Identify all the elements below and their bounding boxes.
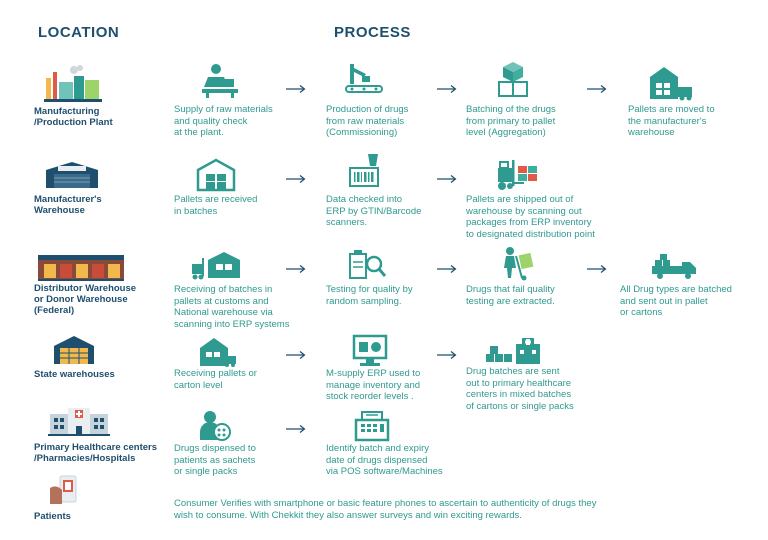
warehouse-boxes-icon: [196, 158, 236, 192]
smartphone-icon: [50, 475, 77, 504]
production-line-icon: [345, 64, 383, 93]
step-drugs-batched-sent: All Drug types are batched and sent out …: [620, 284, 732, 318]
warehouse-truck-icon: [650, 67, 692, 101]
arrow-right-icon: [286, 350, 306, 360]
step-m-supply-erp: M-supply ERP used to manage inventory an…: [326, 368, 421, 402]
step-production-of-drugs: Production of drugs from raw materials (…: [326, 104, 409, 138]
location-header: LOCATION: [38, 24, 120, 41]
location-patients: Patients: [34, 511, 71, 522]
warehouse-forklift-icon: [192, 252, 240, 280]
step-drug-batches-sent-out: Drug batches are sent out to primary hea…: [466, 366, 574, 412]
arrow-right-icon: [286, 84, 306, 94]
arrow-right-icon: [286, 424, 306, 434]
process-header: PROCESS: [334, 24, 411, 41]
worker-boxes-icon: [202, 64, 238, 98]
arrow-right-icon: [587, 264, 607, 274]
step-batching-aggregation: Batching of the drugs from primary to pa…: [466, 104, 556, 138]
step-failed-drugs-extracted: Drugs that fail quality testing are extr…: [466, 284, 555, 307]
computer-icon: [352, 334, 388, 366]
location-distributor-warehouse: Distributor Warehouse or Donor Warehouse…: [34, 283, 137, 316]
arrow-right-icon: [437, 350, 457, 360]
hospital-icon: [48, 408, 110, 436]
barcode-scanner-icon: [349, 154, 379, 187]
factory-icon: [44, 65, 102, 102]
quality-test-icon: [349, 250, 387, 279]
arrow-right-icon: [286, 174, 306, 184]
warehouse-icon: [46, 162, 98, 188]
boxes-hospital-icon: [486, 338, 540, 364]
location-manufacturers-warehouse: Manufacturer's Warehouse: [34, 194, 102, 216]
arrow-right-icon: [437, 84, 457, 94]
step-supply-raw-materials: Supply of raw materials and quality chec…: [174, 104, 273, 138]
arrow-right-icon: [286, 264, 306, 274]
patient-pills-icon: [200, 411, 231, 441]
arrow-right-icon: [437, 264, 457, 274]
delivery-truck-icon: [652, 254, 696, 279]
step-testing-quality: Testing for quality by random sampling.: [326, 284, 413, 307]
arrow-right-icon: [437, 174, 457, 184]
arrow-right-icon: [587, 84, 607, 94]
location-state-warehouses: State warehouses: [34, 369, 115, 380]
step-drugs-dispensed: Drugs dispensed to patients as sachets o…: [174, 443, 256, 477]
step-pallets-moved: Pallets are moved to the manufacturer's …: [628, 104, 715, 138]
location-manufacturing-plant: Manufacturing /Production Plant: [34, 106, 113, 128]
hand-trolley-icon: [504, 247, 534, 281]
step-pallets-received: Pallets are received in batches: [174, 194, 258, 217]
step-consumer-verifies: Consumer Verifies with smartphone or bas…: [174, 498, 597, 521]
distributor-warehouse-icon: [38, 255, 124, 281]
step-data-checked-erp: Data checked into ERP by GTIN/Barcode sc…: [326, 194, 422, 228]
state-warehouse-icon: [54, 336, 94, 364]
step-receiving-batches-customs: Receiving of batches in pallets at custo…: [174, 284, 290, 330]
location-primary-healthcare: Primary Healthcare centers /Pharmacies/H…: [34, 442, 158, 464]
warehouse-truck-icon: [200, 338, 236, 367]
step-identify-batch-expiry: Identify batch and expiry date of drugs …: [326, 443, 443, 477]
pos-machine-icon: [354, 411, 390, 442]
forklift-icon: [498, 160, 537, 190]
step-receiving-pallets-carton: Receiving pallets or carton level: [174, 368, 257, 391]
step-pallets-shipped-out: Pallets are shipped out of warehouse by …: [466, 194, 595, 240]
aggregation-boxes-icon: [498, 62, 528, 97]
